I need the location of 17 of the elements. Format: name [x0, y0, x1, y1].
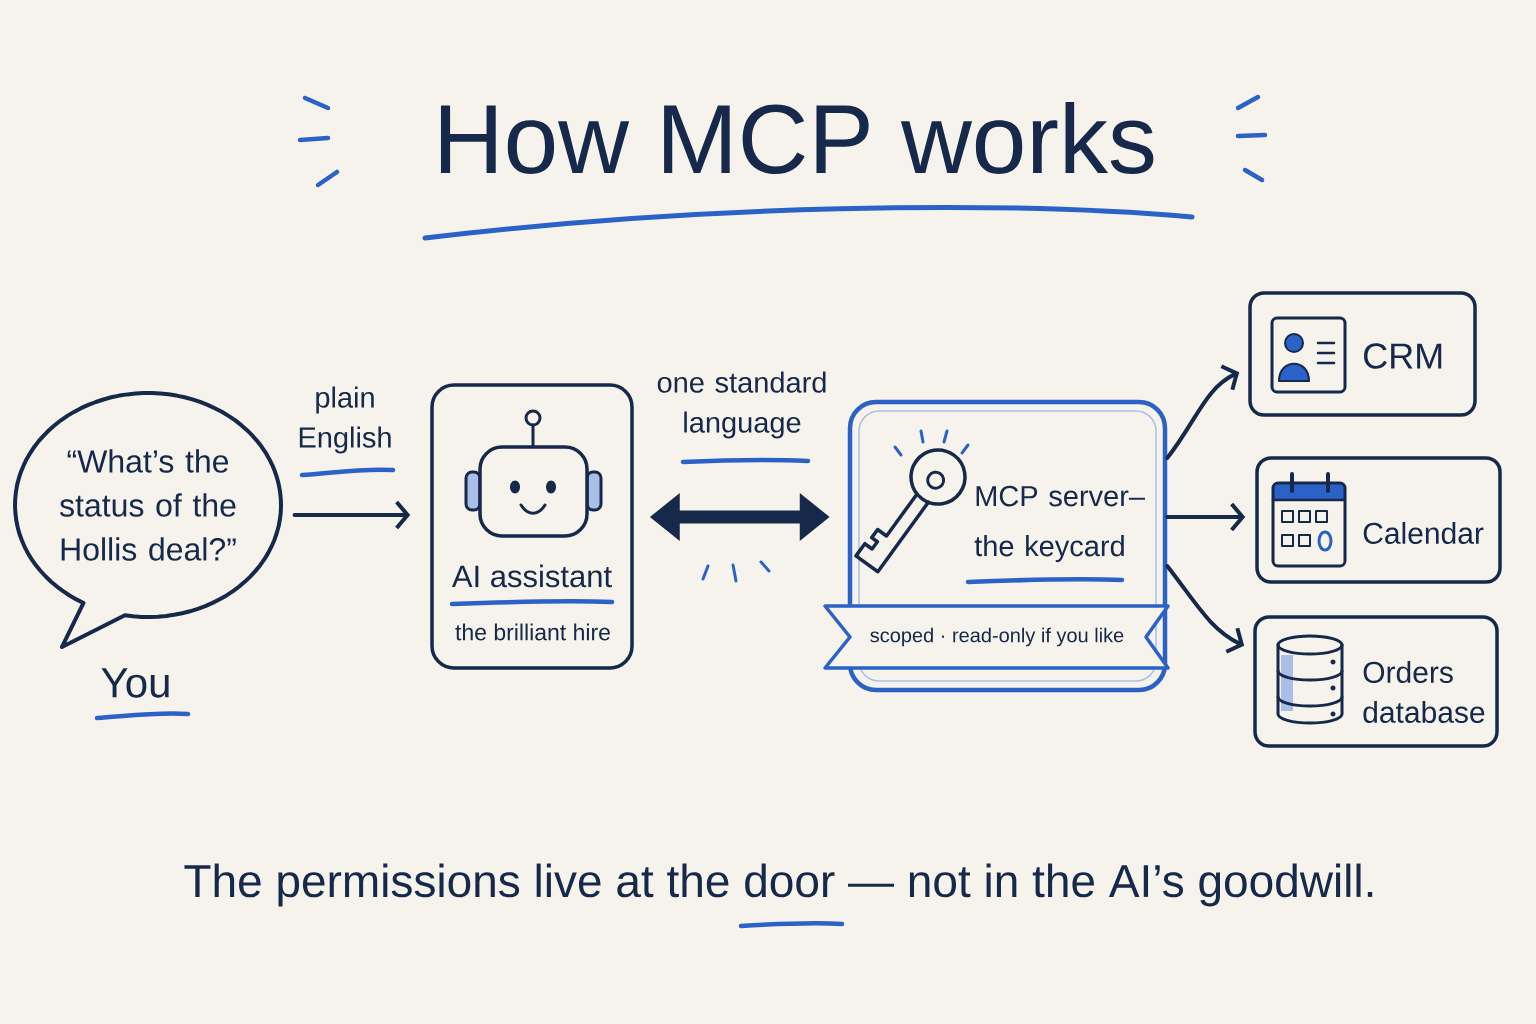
box-label: Orders database — [1363, 661, 1485, 723]
speaker-label: You — [101, 668, 169, 698]
box-title: AI assistant — [451, 564, 612, 588]
arrow — [1165, 564, 1245, 654]
arrow — [1165, 502, 1246, 532]
arrow — [1165, 364, 1240, 460]
ribbon-banner: scoped · read-only if you like — [823, 604, 1170, 670]
caption: The permissions live at the door — not in the AI’s goodwill. — [184, 863, 1373, 907]
arrow — [292, 500, 411, 530]
edge-label: one standard language — [647, 369, 837, 441]
edge-label: plain English — [291, 384, 399, 456]
title: How MCP works — [440, 102, 1154, 174]
box-label: CRM — [1364, 343, 1442, 369]
box-label: Calendar — [1363, 522, 1484, 544]
speech-bubble: “What’s the status of the Hollis deal?” — [13, 391, 283, 649]
box-title: MCP server– the keycard — [974, 485, 1145, 563]
box-subtitle: the brilliant hire — [455, 623, 610, 641]
